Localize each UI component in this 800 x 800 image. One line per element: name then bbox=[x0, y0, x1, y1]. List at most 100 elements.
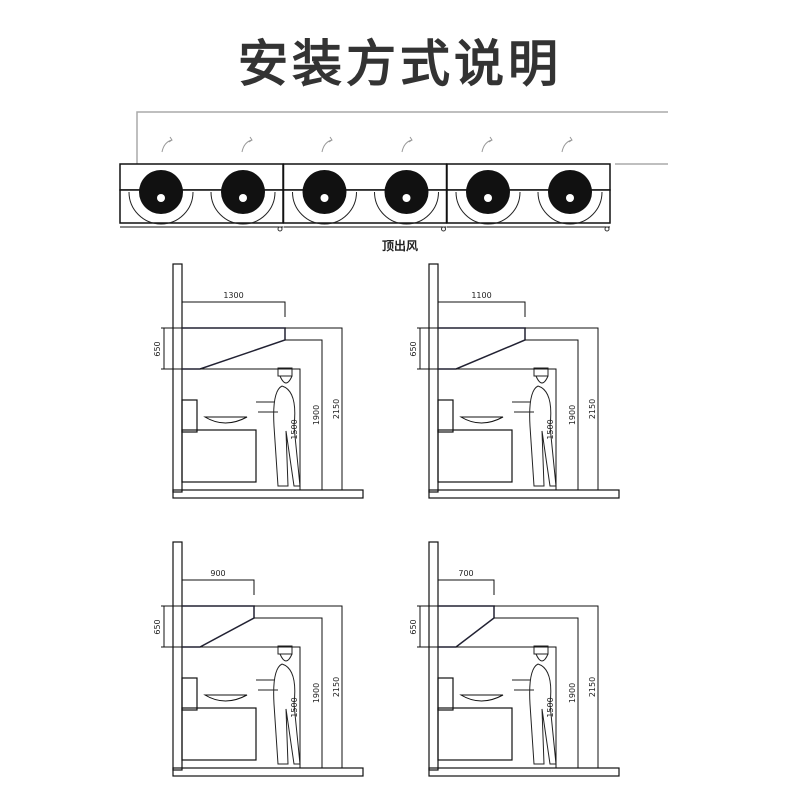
top-view-caption: 顶出风 bbox=[381, 239, 418, 253]
fan-icon bbox=[139, 170, 183, 214]
hood-profile bbox=[182, 605, 255, 648]
fan-hub bbox=[239, 194, 247, 202]
floor bbox=[428, 489, 620, 499]
side-view-panel: 900 650 1500 1900 2150 bbox=[153, 541, 364, 777]
airflow-arrow-icon bbox=[321, 136, 333, 153]
depth-dimension-line bbox=[182, 579, 255, 595]
height-label: 1900 bbox=[568, 683, 577, 703]
hood-height-label: 650 bbox=[409, 619, 418, 634]
airflow-arrow-icon bbox=[561, 136, 573, 153]
depth-label: 1300 bbox=[223, 291, 243, 300]
height-dimension-line bbox=[285, 339, 323, 490]
hood-height-label: 650 bbox=[409, 341, 418, 356]
wall bbox=[428, 263, 439, 493]
side-view-panel: 700 650 1500 1900 2150 bbox=[409, 541, 620, 777]
height-label: 2150 bbox=[588, 399, 597, 419]
chef-figure bbox=[512, 645, 557, 765]
airflow-arrow-icon bbox=[161, 136, 173, 153]
height-label: 2150 bbox=[588, 677, 597, 697]
fan-hub bbox=[566, 194, 574, 202]
wok bbox=[459, 416, 504, 424]
fan-ring bbox=[537, 191, 603, 225]
stove bbox=[437, 707, 513, 761]
wall bbox=[428, 541, 439, 771]
splash-back bbox=[437, 677, 454, 711]
splash-back bbox=[437, 399, 454, 433]
height-dimension-line bbox=[525, 327, 599, 490]
wok bbox=[459, 694, 504, 702]
height-label: 2150 bbox=[332, 677, 341, 697]
wall bbox=[172, 263, 183, 493]
height-dimension-line bbox=[254, 617, 323, 768]
fan-hub bbox=[320, 194, 329, 202]
depth-dimension-line bbox=[438, 579, 495, 595]
depth-dimension-line bbox=[438, 301, 526, 317]
chef-figure bbox=[256, 645, 301, 765]
depth-label: 700 bbox=[458, 569, 473, 578]
hood-foot bbox=[277, 226, 283, 232]
height-label: 1900 bbox=[312, 683, 321, 703]
splash-back bbox=[181, 399, 198, 433]
chef-figure bbox=[256, 367, 301, 487]
height-dimension-line bbox=[494, 605, 599, 768]
height-label: 2150 bbox=[332, 399, 341, 419]
fan-ring bbox=[210, 191, 276, 225]
top-view-diagram bbox=[119, 111, 668, 232]
height-dimension-line bbox=[456, 646, 557, 768]
airflow-arrow-icon bbox=[401, 136, 413, 153]
wok bbox=[203, 416, 248, 424]
fan-ring bbox=[128, 191, 194, 225]
hood-height-dimension bbox=[161, 605, 182, 648]
height-label: 1900 bbox=[568, 405, 577, 425]
page-title: 安装方式说明 bbox=[238, 35, 562, 93]
hood-section bbox=[446, 163, 611, 232]
airflow-arrow-icon bbox=[241, 136, 253, 153]
fan-ring bbox=[292, 191, 357, 225]
height-dimension-line bbox=[456, 368, 557, 490]
height-label: 1900 bbox=[312, 405, 321, 425]
hood-height-dimension bbox=[417, 327, 438, 370]
depth-label: 900 bbox=[210, 569, 225, 578]
height-dimension-line bbox=[494, 617, 579, 768]
stove bbox=[181, 429, 257, 483]
hood-foot bbox=[441, 226, 446, 232]
splash-back bbox=[181, 677, 198, 711]
fan-ring bbox=[455, 191, 521, 225]
stove bbox=[437, 429, 513, 483]
hood-height-dimension bbox=[417, 605, 438, 648]
depth-dimension-line bbox=[182, 301, 286, 317]
hood-profile bbox=[438, 327, 526, 370]
fan-icon bbox=[466, 170, 510, 214]
fan-icon bbox=[384, 170, 429, 214]
hood-section bbox=[119, 163, 284, 232]
height-label: 1500 bbox=[290, 419, 299, 439]
floor bbox=[172, 767, 364, 777]
side-view-panel: 1300 650 1500 1900 2150 bbox=[153, 263, 364, 499]
hood-profile bbox=[438, 605, 495, 648]
floor bbox=[428, 767, 620, 777]
fan-icon bbox=[221, 170, 265, 214]
fan-icon bbox=[302, 170, 347, 214]
hood-height-dimension bbox=[161, 327, 182, 370]
fan-hub bbox=[484, 194, 492, 202]
airflow-arrow-icon bbox=[481, 136, 493, 153]
wall bbox=[172, 541, 183, 771]
hood-foot bbox=[604, 226, 610, 232]
fan-hub bbox=[157, 194, 165, 202]
hood-section bbox=[282, 163, 448, 232]
wok bbox=[203, 694, 248, 702]
height-dimension-line bbox=[525, 339, 579, 490]
fan-icon bbox=[548, 170, 592, 214]
hood-height-label: 650 bbox=[153, 619, 162, 634]
height-label: 1500 bbox=[546, 419, 555, 439]
height-label: 1500 bbox=[290, 697, 299, 717]
chef-figure bbox=[512, 367, 557, 487]
height-dimension-line bbox=[254, 605, 343, 768]
height-label: 1500 bbox=[546, 697, 555, 717]
wall-outline bbox=[136, 111, 668, 165]
hood-height-label: 650 bbox=[153, 341, 162, 356]
fan-hub bbox=[402, 194, 411, 202]
floor bbox=[172, 489, 364, 499]
height-dimension-line bbox=[200, 646, 301, 768]
